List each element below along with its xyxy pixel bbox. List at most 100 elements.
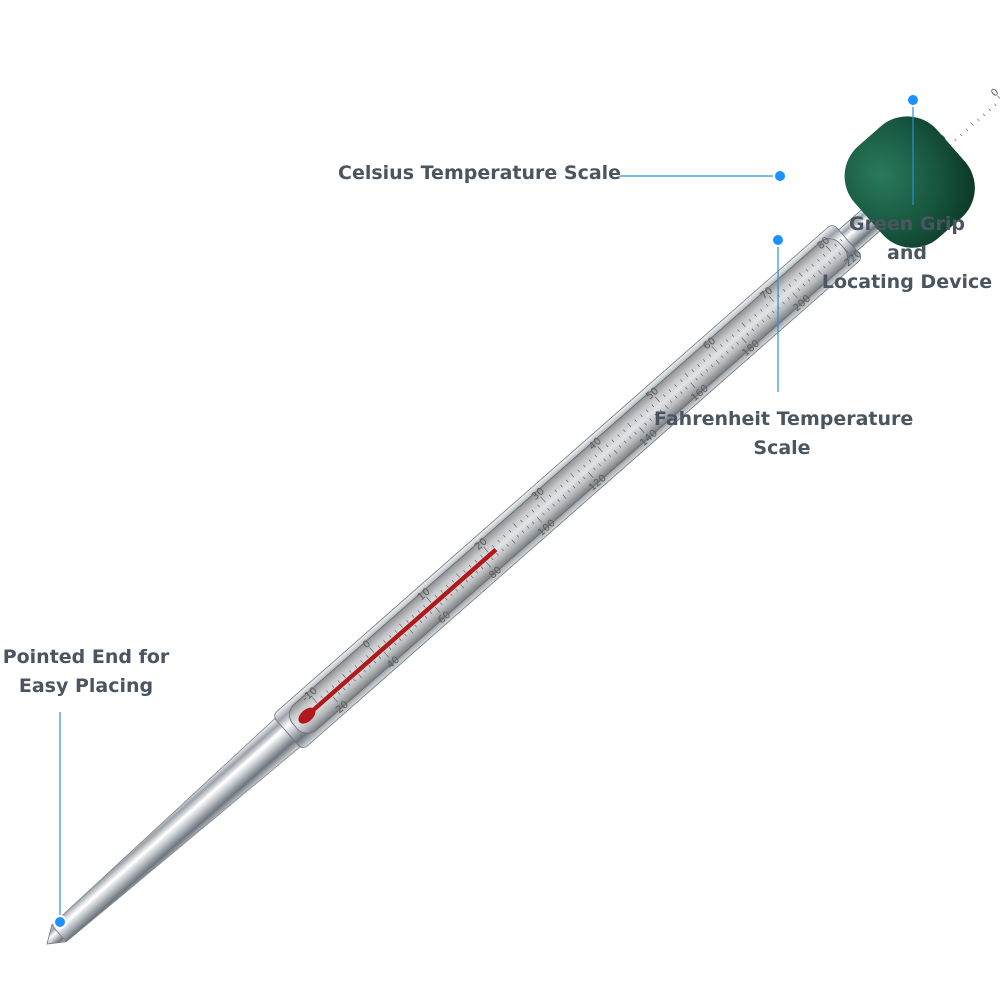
celsius-tick	[480, 554, 483, 558]
celsius-tick	[817, 258, 820, 262]
celsius-tick	[668, 389, 672, 393]
fahrenheit-tick	[797, 288, 801, 291]
fahrenheit-tick	[537, 517, 543, 523]
fahrenheit-tick	[608, 454, 612, 457]
celsius-tick	[782, 289, 786, 292]
celsius-tick	[674, 384, 677, 388]
fahrenheit-tick	[378, 656, 382, 659]
fahrenheit-label-line-2: Scale	[753, 437, 811, 459]
grip-label-line-2: and	[887, 242, 927, 264]
fahrenheit-tick	[373, 660, 377, 664]
fahrenheit-tick	[654, 413, 658, 417]
celsius-tick	[508, 529, 512, 533]
fahrenheit-tick	[726, 350, 729, 354]
celsius-tick	[366, 655, 369, 658]
celsius-tick	[548, 494, 552, 498]
fahrenheit-tick	[342, 687, 346, 691]
fahrenheit-tick	[388, 647, 392, 650]
fahrenheit-scale-label: Fahrenheit Temperature Scale	[654, 405, 914, 463]
fahrenheit-tick	[552, 503, 555, 507]
fahrenheit-tick	[368, 665, 371, 668]
fahrenheit-tick	[511, 539, 516, 544]
fahrenheit-label-line-1: Fahrenheit Temperature	[654, 408, 914, 430]
leader-lines	[59, 100, 914, 922]
celsius-tick	[554, 489, 558, 493]
fahrenheit-tick	[685, 386, 688, 390]
celsius-tick	[349, 670, 352, 673]
blue-dot-marker-icon	[773, 169, 787, 183]
celsius-tick	[977, 118, 980, 122]
fahrenheit-tick	[838, 252, 841, 255]
celsius-tick	[680, 379, 683, 382]
celsius-tick	[426, 597, 432, 603]
fahrenheit-tick	[649, 418, 652, 421]
celsius-tick	[805, 268, 809, 272]
fahrenheit-tick	[761, 319, 765, 323]
celsius-tick	[611, 439, 615, 443]
fahrenheit-tick	[583, 476, 586, 480]
celsius-tick	[768, 296, 774, 302]
green-grip	[844, 116, 975, 248]
celsius-tick	[399, 623, 403, 628]
fahrenheit-tick	[506, 543, 509, 547]
celsius-tick	[491, 544, 495, 548]
celsius-tick	[965, 128, 969, 132]
fahrenheit-tick	[445, 597, 448, 601]
fahrenheit-tick	[460, 584, 465, 589]
fahrenheit-tick	[434, 606, 440, 613]
fahrenheit-tick	[470, 575, 474, 579]
celsius-tick	[326, 690, 329, 693]
fahrenheit-tick	[715, 359, 720, 365]
celsius-tick	[703, 359, 706, 362]
fahrenheit-tick	[409, 629, 414, 634]
celsius-tick	[468, 564, 472, 568]
fahrenheit-tick	[736, 342, 739, 345]
fahrenheit-tick	[348, 683, 351, 686]
celsius-tick	[434, 595, 438, 598]
celsius-tick	[654, 396, 660, 403]
celsius-tick	[565, 479, 569, 483]
fahrenheit-tick	[751, 328, 755, 332]
fahrenheit-tick	[598, 463, 601, 466]
fahrenheit-tick	[399, 638, 402, 641]
green-grip-label: Green Grip and Locating Device	[818, 210, 996, 297]
celsius-tick	[406, 620, 409, 623]
blue-dot-marker-icon	[53, 915, 67, 929]
fahrenheit-tick	[710, 364, 714, 368]
fahrenheit-tick	[772, 310, 775, 314]
celsius-tick	[577, 469, 580, 473]
fahrenheit-tick	[332, 696, 338, 703]
celsius-tick	[369, 647, 375, 653]
celsius-tick	[497, 539, 500, 543]
fahrenheit-tick	[680, 391, 683, 395]
fahrenheit-tick	[720, 355, 724, 359]
celsius-tick	[617, 434, 620, 438]
fahrenheit-tick	[455, 588, 458, 592]
fahrenheit-tick	[547, 508, 550, 511]
pointed-label-line-1: Pointed End for	[2, 646, 170, 668]
celsius-tick	[741, 322, 746, 327]
celsius-tick	[711, 346, 717, 352]
grip-label-line-1: Green Grip	[849, 213, 965, 235]
fahrenheit-tick	[337, 692, 341, 695]
fahrenheit-tick	[787, 297, 790, 300]
fahrenheit-tick	[843, 247, 849, 254]
fahrenheit-tick	[496, 552, 499, 556]
fahrenheit-tick	[572, 485, 576, 489]
fahrenheit-tick	[465, 579, 468, 583]
fahrenheit-tick	[818, 270, 822, 275]
celsius-tick	[605, 444, 609, 448]
fahrenheit-tick	[404, 633, 407, 637]
fahrenheit-tick	[812, 274, 816, 278]
celsius-tick	[331, 685, 335, 688]
celsius-tick	[456, 573, 460, 578]
celsius-tick	[423, 605, 426, 608]
grip-label-line-3: Locating Device	[821, 271, 993, 293]
fahrenheit-tick	[603, 458, 606, 462]
celsius-tick	[377, 645, 381, 648]
celsius-tick	[342, 673, 346, 678]
thermometer-body: -100102030405060708090100010 20406080100…	[46, 87, 1000, 945]
celsius-tick	[640, 414, 643, 418]
fahrenheit-tick	[807, 279, 811, 282]
